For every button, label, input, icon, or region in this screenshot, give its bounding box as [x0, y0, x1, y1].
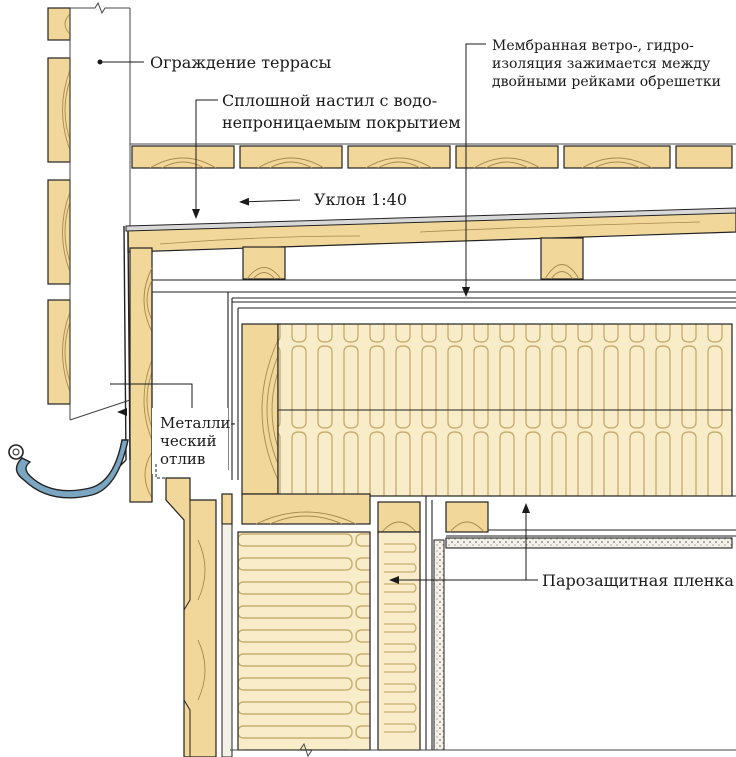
railing-post-outline — [69, 1, 131, 421]
terrace-railing-label: Ограждение террасы — [150, 53, 332, 72]
membrane-label-line2: изоляция зажимается между — [492, 56, 711, 72]
metal-flashing — [115, 225, 131, 471]
deck-boards — [131, 145, 733, 169]
wall-assembly — [221, 523, 736, 757]
flashing-label-line1: Металли- — [160, 414, 236, 432]
flashing-label-box — [152, 408, 228, 474]
leader-lines — [97, 43, 538, 584]
rafter-end — [241, 323, 279, 495]
flashing-label-line3: отлив — [160, 450, 205, 468]
gutter — [8, 439, 129, 499]
flashing-detail-outline — [155, 464, 176, 479]
deck-label-line1: Сплошной настил с водо- — [222, 91, 437, 110]
vent-gap-lines — [151, 279, 736, 502]
battens — [242, 237, 584, 280]
terrace-railing — [47, 7, 71, 405]
ceiling-layers — [420, 495, 736, 750]
slope-label: Уклон 1:40 — [314, 190, 407, 209]
roof-insulation — [277, 323, 733, 497]
membrane-label-line1: Мембранная ветро-, гидро- — [492, 38, 694, 54]
sloped-sheathing — [125, 207, 736, 253]
fascia-board — [129, 247, 153, 503]
flashing-label-line2: ческий — [160, 432, 217, 450]
membrane-label-line3: двойными рейками обрешетки — [492, 74, 721, 90]
exterior-siding — [165, 477, 217, 757]
top-plates — [221, 493, 489, 533]
vapor-barrier-label: Парозащитная пленка — [542, 571, 734, 590]
deck-label-line2: непроницаемым покрытием — [222, 113, 461, 132]
